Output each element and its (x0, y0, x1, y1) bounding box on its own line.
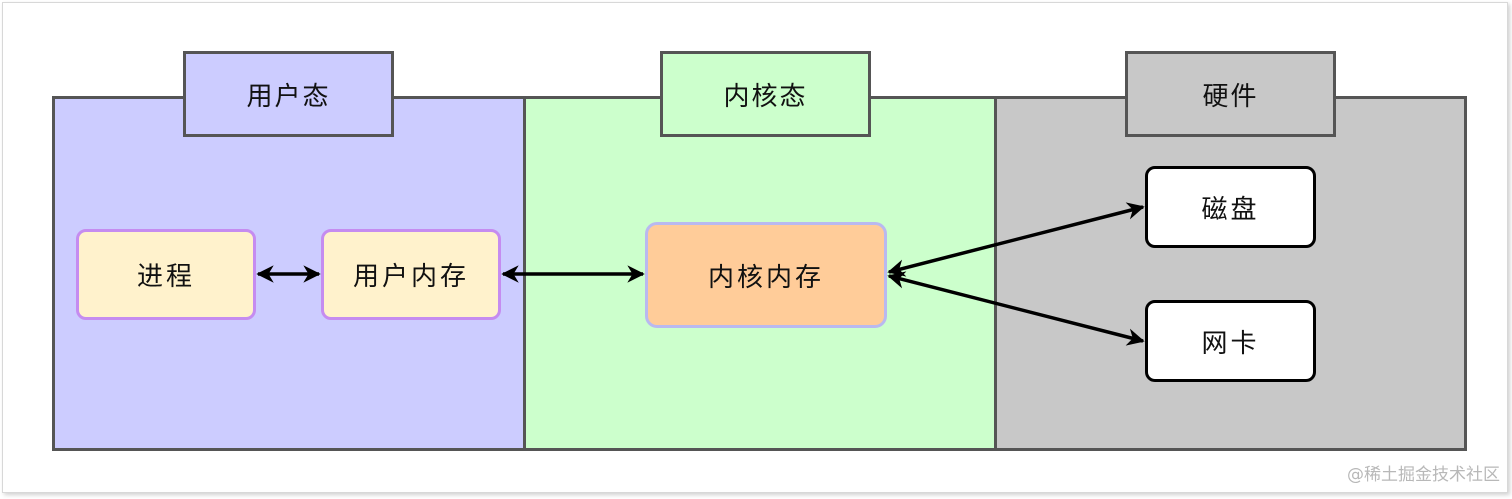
user-space-label: 用户态 (183, 51, 394, 137)
kernel-space-label: 内核态 (660, 51, 871, 137)
hardware-region (994, 96, 1467, 451)
hardware-label: 硬件 (1125, 51, 1336, 137)
kernel-memory-node: 内核内存 (645, 222, 887, 328)
watermark: @稀土掘金技术社区 (1347, 465, 1500, 485)
user-memory-node: 用户内存 (321, 229, 501, 320)
disk-node: 磁盘 (1145, 166, 1316, 248)
nic-node: 网卡 (1145, 300, 1316, 382)
process-node: 进程 (76, 229, 256, 320)
